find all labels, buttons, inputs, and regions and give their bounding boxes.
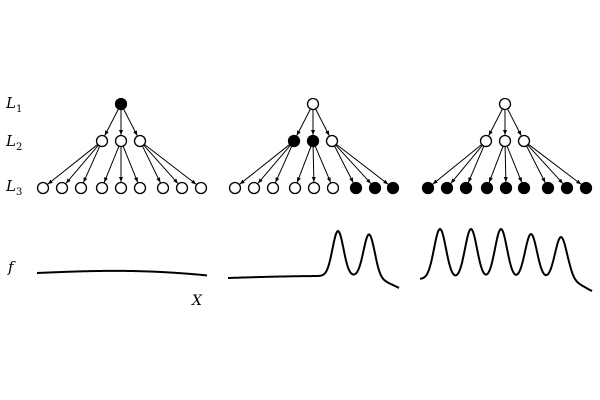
node-l3 bbox=[156, 181, 170, 195]
node-l2 bbox=[517, 134, 531, 148]
curves bbox=[36, 227, 593, 292]
edge-l2-l3 bbox=[274, 145, 293, 183]
edge-l2-l3 bbox=[506, 145, 523, 183]
node-l3 bbox=[55, 181, 69, 195]
label-l2: L2 bbox=[5, 132, 22, 153]
edge-l2-l3 bbox=[239, 144, 291, 185]
node-l3 bbox=[541, 181, 555, 195]
node-l3 bbox=[266, 181, 280, 195]
edge-l2-l3 bbox=[334, 145, 354, 183]
label-x: X bbox=[191, 293, 203, 309]
label-l3: L3 bbox=[5, 177, 22, 198]
trees bbox=[36, 97, 593, 195]
level-labels: L1 L2 L3 f X bbox=[5, 94, 203, 309]
node-l3 bbox=[421, 181, 435, 195]
node-l3 bbox=[175, 181, 189, 195]
node-l3 bbox=[95, 181, 109, 195]
node-l1 bbox=[306, 97, 320, 111]
node-l1 bbox=[498, 97, 512, 111]
edge-l2-l3 bbox=[47, 144, 99, 185]
edge-l2-l3 bbox=[314, 145, 332, 183]
node-l2 bbox=[306, 134, 320, 148]
edge-l2-l3 bbox=[526, 145, 546, 183]
edge-l2-l3 bbox=[488, 145, 504, 183]
node-l3 bbox=[440, 181, 454, 195]
node-l3 bbox=[307, 181, 321, 195]
node-l3 bbox=[133, 181, 147, 195]
node-l3 bbox=[194, 181, 208, 195]
edge-l2-l3 bbox=[450, 144, 483, 184]
edge-l1-l2 bbox=[315, 108, 330, 136]
edge-l2-l3 bbox=[65, 144, 99, 184]
edge-l2-l3 bbox=[527, 144, 564, 184]
node-l1 bbox=[114, 97, 128, 111]
edge-l1-l2 bbox=[123, 108, 138, 136]
node-l2 bbox=[479, 134, 493, 148]
node-l3 bbox=[480, 181, 494, 195]
node-l3 bbox=[459, 181, 473, 195]
edge-l2-l3 bbox=[103, 145, 120, 183]
tree-1 bbox=[36, 97, 208, 195]
node-l2 bbox=[114, 134, 128, 148]
label-f: f bbox=[7, 258, 16, 276]
node-l3 bbox=[247, 181, 261, 195]
curve-two-peaks bbox=[227, 229, 400, 289]
curve-flat bbox=[36, 269, 208, 277]
node-l3 bbox=[288, 181, 302, 195]
node-l3 bbox=[349, 181, 363, 195]
edge-l1-l2 bbox=[296, 108, 311, 136]
edge-l2-l3 bbox=[143, 144, 179, 184]
node-l3 bbox=[368, 181, 382, 195]
node-l3 bbox=[326, 181, 340, 195]
node-l3 bbox=[114, 181, 128, 195]
edge-l1-l2 bbox=[488, 108, 503, 136]
label-l1: L1 bbox=[5, 94, 22, 115]
curve-five-peaks bbox=[419, 227, 593, 292]
node-l2 bbox=[133, 134, 147, 148]
edge-l1-l2 bbox=[507, 108, 522, 136]
node-l3 bbox=[517, 181, 531, 195]
node-l3 bbox=[386, 181, 400, 195]
edge-l2-l3 bbox=[82, 145, 101, 183]
edge-l2-l3 bbox=[144, 143, 197, 185]
edge-l2-l3 bbox=[296, 145, 312, 183]
edge-l2-l3 bbox=[311, 146, 316, 183]
node-l3 bbox=[74, 181, 88, 195]
edge-l2-l3 bbox=[335, 144, 372, 184]
tree-2 bbox=[228, 97, 400, 195]
node-l2 bbox=[287, 134, 301, 148]
node-l3 bbox=[36, 181, 50, 195]
tree-3 bbox=[421, 97, 593, 195]
node-l2 bbox=[498, 134, 512, 148]
edge-l2-l3 bbox=[432, 144, 483, 185]
node-l3 bbox=[228, 181, 242, 195]
node-l3 bbox=[579, 181, 593, 195]
edge-l2-l3 bbox=[336, 143, 389, 185]
edge-l2-l3 bbox=[503, 146, 508, 183]
node-l3 bbox=[560, 181, 574, 195]
edge-l2-l3 bbox=[141, 145, 161, 183]
edge-l2-l3 bbox=[467, 145, 485, 183]
edge-l1-l2 bbox=[104, 108, 119, 136]
node-l3 bbox=[499, 181, 513, 195]
edge-l2-l3 bbox=[528, 143, 582, 185]
edge-l2-l3 bbox=[257, 144, 291, 184]
node-l2 bbox=[95, 134, 109, 148]
node-l2 bbox=[325, 134, 339, 148]
edge-l2-l3 bbox=[122, 145, 139, 183]
